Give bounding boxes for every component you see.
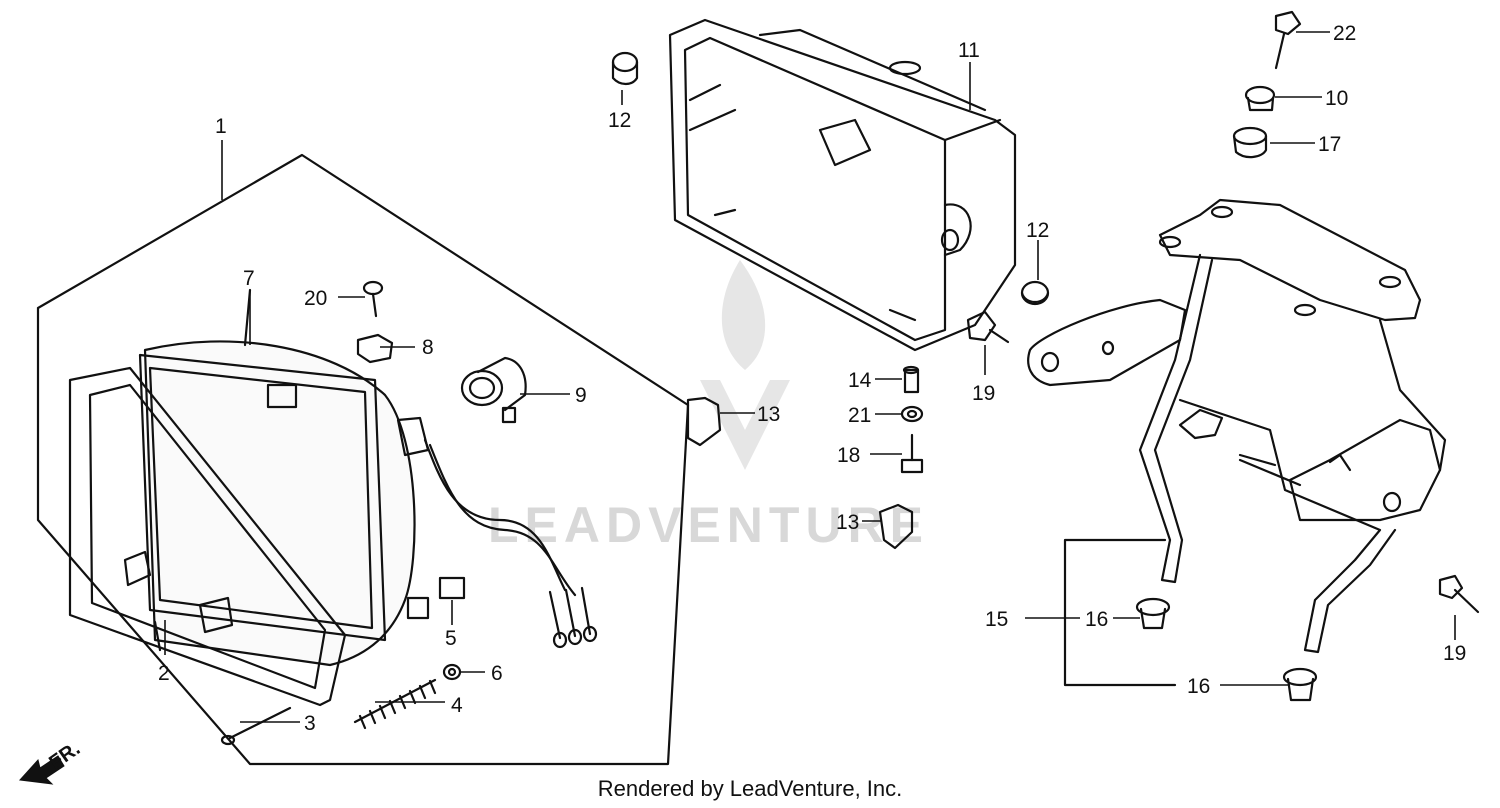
- callout-11: 11: [958, 39, 980, 62]
- grommet-13-upper-drawing: [686, 396, 722, 447]
- assembly-outline: [36, 153, 690, 766]
- callout-18: 18: [837, 444, 860, 467]
- callout-9: 9: [575, 384, 587, 407]
- callout-10: 10: [1325, 87, 1348, 110]
- collar-16-upper-drawing: [1135, 597, 1171, 630]
- leader-lines: [164, 31, 1456, 723]
- bolt-22-drawing: [1274, 10, 1302, 70]
- collar-12-mid-drawing: [1020, 280, 1050, 306]
- callout-19-right: 19: [1443, 642, 1466, 665]
- bolt-20-drawing: [362, 280, 384, 318]
- washer-21-drawing: [900, 405, 924, 423]
- collar-12-top-drawing: [611, 51, 639, 86]
- callout-7: 7: [243, 267, 255, 290]
- screw-3-drawing: [220, 706, 292, 746]
- callout-labels: 1 2 3 4 5 6 7 8 9 10 11 12 12 13 13 14 1…: [158, 22, 1466, 735]
- collar-16-lower-drawing: [1282, 667, 1318, 702]
- callout-21: 21: [848, 404, 871, 427]
- callout-15: 15: [985, 608, 1008, 631]
- spring-4-drawing: [353, 678, 437, 730]
- case-11-drawing: [668, 18, 1017, 352]
- rim-drawing: [68, 366, 347, 707]
- callout-20: 20: [304, 287, 327, 310]
- callout-17: 17: [1318, 133, 1341, 156]
- bolt-19-mid-drawing: [966, 310, 1010, 344]
- callout-13-lower: 13: [836, 511, 859, 534]
- front-arrow-icon: [18, 755, 65, 785]
- callout-14: 14: [848, 369, 872, 392]
- nut-8-drawing: [356, 333, 394, 364]
- stay-bracket-drawing: [1027, 198, 1447, 654]
- footer-credit: Rendered by LeadVenture, Inc.: [597, 776, 903, 801]
- callout-12-top: 12: [608, 109, 631, 132]
- headlight-unit-drawing: [138, 288, 598, 667]
- grommet-13-lower-drawing: [878, 503, 914, 550]
- screw-18-drawing: [900, 433, 924, 474]
- callout-3: 3: [304, 712, 316, 735]
- collar-14-drawing: [902, 365, 920, 394]
- callout-13-upper: 13: [757, 403, 780, 426]
- watermark-text: LEADVENTURE: [488, 497, 929, 553]
- callout-22: 22: [1333, 22, 1356, 45]
- bolt-19-right-drawing: [1438, 574, 1480, 614]
- nut-6-drawing: [442, 663, 462, 681]
- socket-9-drawing: [460, 356, 527, 424]
- bracket-15: [1063, 538, 1177, 687]
- washer-10-drawing: [1244, 85, 1276, 112]
- callout-19-mid: 19: [972, 382, 995, 405]
- callout-1: 1: [215, 115, 227, 138]
- callout-6: 6: [491, 662, 503, 685]
- watermark: LEADVENTURE: [488, 260, 929, 553]
- callout-16-lower: 16: [1187, 675, 1210, 698]
- callout-4: 4: [451, 694, 463, 717]
- callout-5: 5: [445, 627, 457, 650]
- callout-8: 8: [422, 336, 434, 359]
- callout-16-upper: 16: [1085, 608, 1108, 631]
- callout-12-mid: 12: [1026, 219, 1049, 242]
- grommet-17-drawing: [1232, 126, 1268, 159]
- nut-5-drawing: [438, 576, 466, 600]
- callout-2: 2: [158, 662, 170, 685]
